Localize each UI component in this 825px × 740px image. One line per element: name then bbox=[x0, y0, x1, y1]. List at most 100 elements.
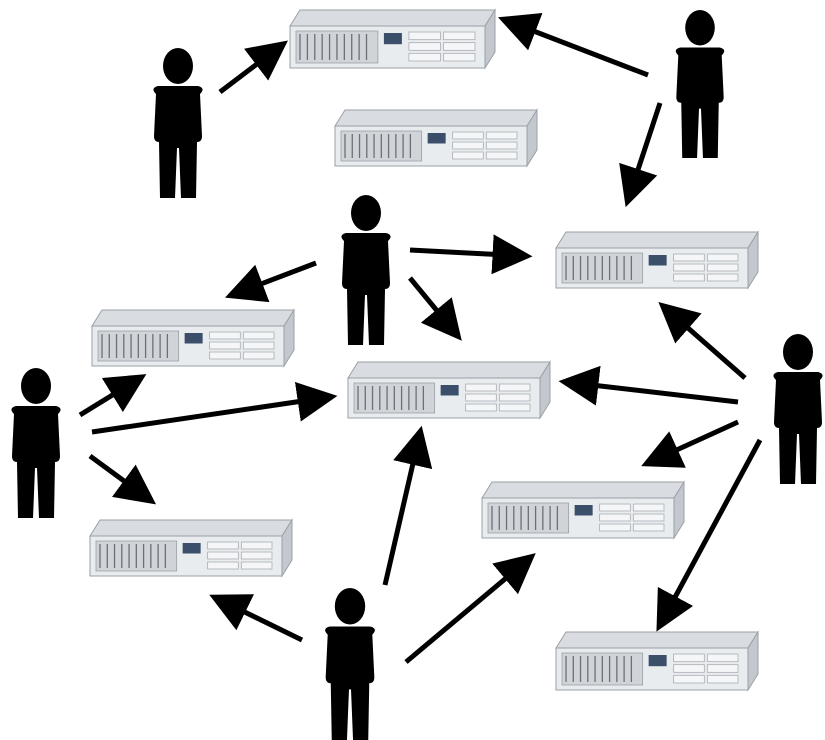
arrow-user-left-to-server-bottom-left bbox=[88, 453, 157, 505]
arrow-user-center-to-server-left bbox=[224, 260, 317, 303]
server-side-face bbox=[673, 480, 685, 540]
server-top-face bbox=[555, 631, 759, 649]
server-top-face bbox=[334, 109, 538, 127]
server-display bbox=[648, 255, 667, 266]
server-drive-slot bbox=[599, 523, 631, 532]
server-drive-slot bbox=[485, 141, 518, 150]
arrow-user-right-to-server-center bbox=[558, 365, 739, 406]
server-drive-slot bbox=[599, 503, 631, 512]
person-body bbox=[773, 372, 823, 484]
server-top-face bbox=[555, 231, 759, 249]
server-drive-slot bbox=[408, 42, 441, 51]
server-drive-slot bbox=[209, 351, 241, 360]
person-head bbox=[783, 334, 813, 370]
server-drive-slot bbox=[706, 674, 739, 684]
server-drive-slot bbox=[452, 151, 484, 160]
arrow-user-top-right-to-server-right-upper bbox=[619, 102, 663, 208]
server-upper-middle bbox=[334, 108, 538, 168]
arrow-user-right-to-server-bottom-right bbox=[656, 438, 763, 632]
server-drive-slot bbox=[242, 341, 275, 350]
people-layer bbox=[11, 10, 823, 740]
server-drive-slot bbox=[408, 52, 441, 62]
server-display bbox=[184, 333, 203, 344]
person-body bbox=[675, 47, 725, 158]
server-drive-slot bbox=[452, 141, 484, 150]
server-drive-slot bbox=[207, 561, 239, 570]
server-center bbox=[347, 360, 551, 420]
server-drive-slot bbox=[673, 664, 705, 673]
arrow-user-bottom-to-server-center bbox=[382, 425, 433, 586]
server-drive-slot bbox=[240, 551, 273, 560]
user-center bbox=[341, 195, 391, 345]
server-drive-slot bbox=[240, 561, 273, 570]
server-display bbox=[648, 655, 667, 667]
server-drive-slot bbox=[673, 273, 705, 282]
person-head bbox=[334, 588, 366, 625]
arrow-user-right-to-server-right-middle bbox=[641, 419, 740, 468]
person-body bbox=[153, 86, 203, 198]
server-drive-slot bbox=[673, 253, 705, 262]
server-drive-slot bbox=[498, 383, 531, 392]
server-left bbox=[91, 308, 295, 368]
person-head bbox=[351, 195, 381, 231]
server-drive-slot bbox=[485, 131, 518, 140]
server-drive-slot bbox=[706, 263, 739, 272]
server-drive-slot bbox=[443, 52, 476, 62]
server-drive-slot bbox=[207, 541, 239, 550]
server-top-face bbox=[91, 309, 295, 327]
server-top-face bbox=[481, 481, 685, 499]
server-display bbox=[574, 505, 593, 516]
server-drive-slot bbox=[408, 31, 441, 41]
server-side-face bbox=[526, 108, 538, 168]
server-display bbox=[440, 385, 459, 396]
server-drive-slot bbox=[242, 331, 275, 340]
person-head bbox=[685, 10, 715, 46]
person-body bbox=[341, 233, 391, 345]
servers-layer bbox=[89, 8, 759, 692]
server-side-face bbox=[281, 518, 293, 578]
server-drive-slot bbox=[207, 551, 239, 560]
server-drive-slot bbox=[706, 273, 739, 282]
server-drive-slot bbox=[498, 403, 531, 412]
person-body bbox=[11, 406, 61, 518]
server-side-face bbox=[484, 8, 496, 70]
arrow-user-left-to-server-left bbox=[78, 374, 147, 418]
server-bottom-left bbox=[89, 518, 293, 578]
server-display bbox=[427, 133, 446, 144]
server-drive-slot bbox=[485, 151, 518, 160]
server-top-face bbox=[89, 519, 293, 537]
server-drive-slot bbox=[498, 393, 531, 402]
server-top bbox=[289, 8, 496, 70]
server-right-middle bbox=[481, 480, 685, 540]
user-bottom bbox=[325, 588, 375, 740]
arrow-user-bottom-to-server-right-middle bbox=[404, 553, 536, 664]
server-bottom-right bbox=[555, 630, 759, 692]
server-drive-slot bbox=[443, 42, 476, 51]
arrow-user-bottom-to-server-bottom-left bbox=[209, 594, 304, 643]
arrow-user-center-to-server-center bbox=[408, 276, 462, 341]
arrow-user-center-to-server-right-upper bbox=[409, 234, 533, 275]
user-top-right bbox=[675, 10, 725, 158]
user-left bbox=[11, 368, 61, 518]
server-side-face bbox=[747, 230, 759, 290]
person-head bbox=[21, 368, 51, 404]
arrows-layer bbox=[78, 12, 763, 664]
server-drive-slot bbox=[209, 331, 241, 340]
server-drive-slot bbox=[599, 513, 631, 522]
server-drive-slot bbox=[465, 383, 497, 392]
server-drive-slot bbox=[673, 674, 705, 684]
server-side-face bbox=[283, 308, 295, 368]
server-drive-slot bbox=[242, 351, 275, 360]
arrow-user-top-left-to-server-top bbox=[218, 40, 288, 94]
arrow-user-right-to-server-right-upper bbox=[658, 302, 747, 380]
server-side-face bbox=[539, 360, 551, 420]
server-drive-slot bbox=[673, 263, 705, 272]
server-side-face bbox=[747, 630, 759, 692]
server-drive-slot bbox=[452, 131, 484, 140]
server-drive-slot bbox=[465, 403, 497, 412]
server-display bbox=[182, 543, 201, 554]
server-drive-slot bbox=[632, 523, 665, 532]
user-right bbox=[773, 334, 823, 484]
server-top-face bbox=[289, 9, 496, 27]
